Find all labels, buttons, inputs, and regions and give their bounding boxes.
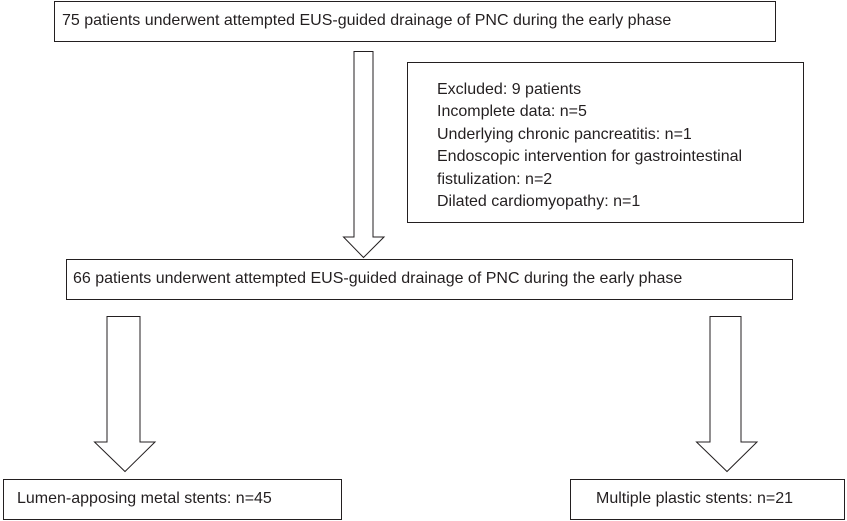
excluded-patients-box: Excluded: 9 patients Incomplete data: n=… <box>407 62 804 223</box>
metal-stents-text: Lumen-apposing metal stents: n=45 <box>17 490 272 507</box>
plastic-stents-text: Multiple plastic stents: n=21 <box>596 490 793 507</box>
excluded-line: Dilated cardiomyopathy: n=1 <box>437 193 641 211</box>
included-patients-text: 66 patients underwent attempted EUS-guid… <box>73 270 683 287</box>
excluded-line: Excluded: 9 patients <box>437 81 582 98</box>
excluded-line: Incomplete data: n=5 <box>437 103 587 121</box>
included-patients-box: 66 patients underwent attempted EUS-guid… <box>66 259 793 300</box>
enrolled-patients-text: 75 patients underwent attempted EUS-guid… <box>62 12 672 29</box>
arrow-down-to-metal-stents <box>93 316 157 473</box>
arrow-down-to-included <box>342 51 386 259</box>
excluded-line: Underlying chronic pancreatitis: n=1 <box>437 125 692 143</box>
excluded-line: Endoscopic intervention for gastrointest… <box>437 148 743 166</box>
excluded-line: fistulization: n=2 <box>437 170 553 188</box>
arrow-down-to-plastic-stents <box>695 316 759 473</box>
enrolled-patients-box: 75 patients underwent attempted EUS-guid… <box>54 1 776 42</box>
plastic-stents-box: Multiple plastic stents: n=21 <box>570 479 845 520</box>
metal-stents-box: Lumen-apposing metal stents: n=45 <box>3 479 342 520</box>
